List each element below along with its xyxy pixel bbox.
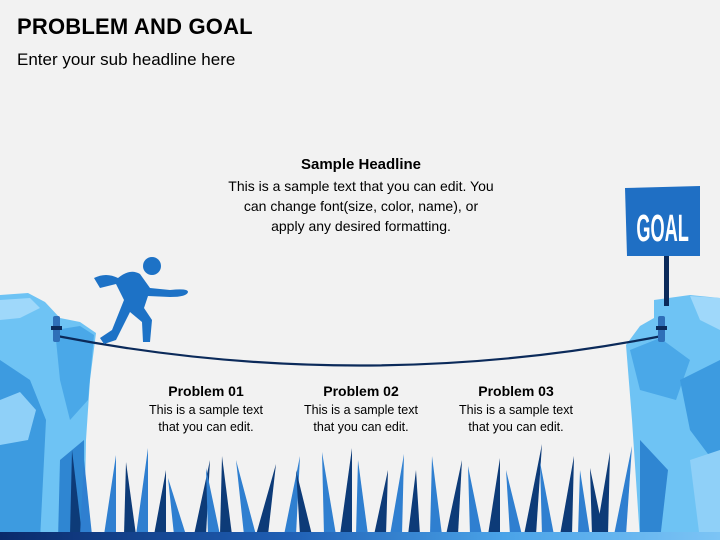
spike <box>430 456 442 535</box>
right-cliff <box>626 295 720 540</box>
problem-title: Problem 01 <box>168 383 244 399</box>
spike <box>446 460 462 535</box>
problem-text-line-1: This is a sample text <box>149 403 263 417</box>
page-subtitle: Enter your sub headline here <box>17 50 236 69</box>
problem-title: Problem 02 <box>323 383 399 399</box>
spike <box>136 448 148 535</box>
spike <box>356 460 368 535</box>
headline-line-2: can change font(size, color, name), or <box>243 198 479 214</box>
headline-title: Sample Headline <box>300 156 422 173</box>
headline-line-3: apply any desired formatting. <box>271 218 451 234</box>
spike <box>206 468 220 535</box>
spike <box>168 478 186 535</box>
problem-text-line-1: This is a sample text <box>304 403 418 417</box>
spike <box>524 444 542 535</box>
left-cliff <box>0 293 96 540</box>
spike <box>488 458 500 535</box>
spike <box>408 470 420 535</box>
page-title: PROBLEM AND GOAL <box>17 14 253 39</box>
problem-02: Problem 02 This is a sample text that yo… <box>286 383 436 436</box>
spike <box>540 462 554 535</box>
spike <box>468 466 482 535</box>
problem-03: Problem 03 This is a sample text that yo… <box>441 383 591 436</box>
goal-sign-label: GOAL <box>636 208 688 250</box>
left-rope-anchor <box>51 316 62 342</box>
problem-01: Problem 01 This is a sample text that yo… <box>131 383 281 436</box>
spike <box>256 464 276 535</box>
problem-title: Problem 03 <box>478 383 554 399</box>
rope <box>56 334 663 367</box>
spike <box>614 446 632 535</box>
problem-text-line-2: that you can edit. <box>313 420 409 434</box>
spike <box>560 456 574 535</box>
spike <box>154 470 166 535</box>
goal-sign-icon: GOAL <box>625 186 700 306</box>
spike <box>340 448 352 535</box>
problem-text-line-2: that you can edit. <box>468 420 564 434</box>
headline-line-1: This is a sample text that you can edit.… <box>228 178 494 194</box>
problem-text-line-2: that you can edit. <box>158 420 254 434</box>
spike <box>590 468 604 535</box>
walking-person-icon <box>94 257 188 344</box>
headline-block: Sample Headline This is a sample text th… <box>205 155 517 236</box>
spike <box>124 462 136 535</box>
right-rope-anchor <box>656 316 667 342</box>
problem-text-line-1: This is a sample text <box>459 403 573 417</box>
spike <box>578 470 590 535</box>
spike <box>80 460 92 535</box>
spike <box>104 455 116 535</box>
spike <box>390 454 404 535</box>
spike <box>296 470 312 535</box>
bottom-accent-bar <box>0 532 720 540</box>
spike <box>284 456 300 535</box>
spikes-icon <box>70 444 632 535</box>
spike <box>236 460 256 535</box>
spike <box>220 456 232 535</box>
spike <box>374 470 388 535</box>
spike <box>194 460 210 535</box>
spike <box>70 450 82 535</box>
spike <box>322 452 336 535</box>
spike <box>506 470 522 535</box>
